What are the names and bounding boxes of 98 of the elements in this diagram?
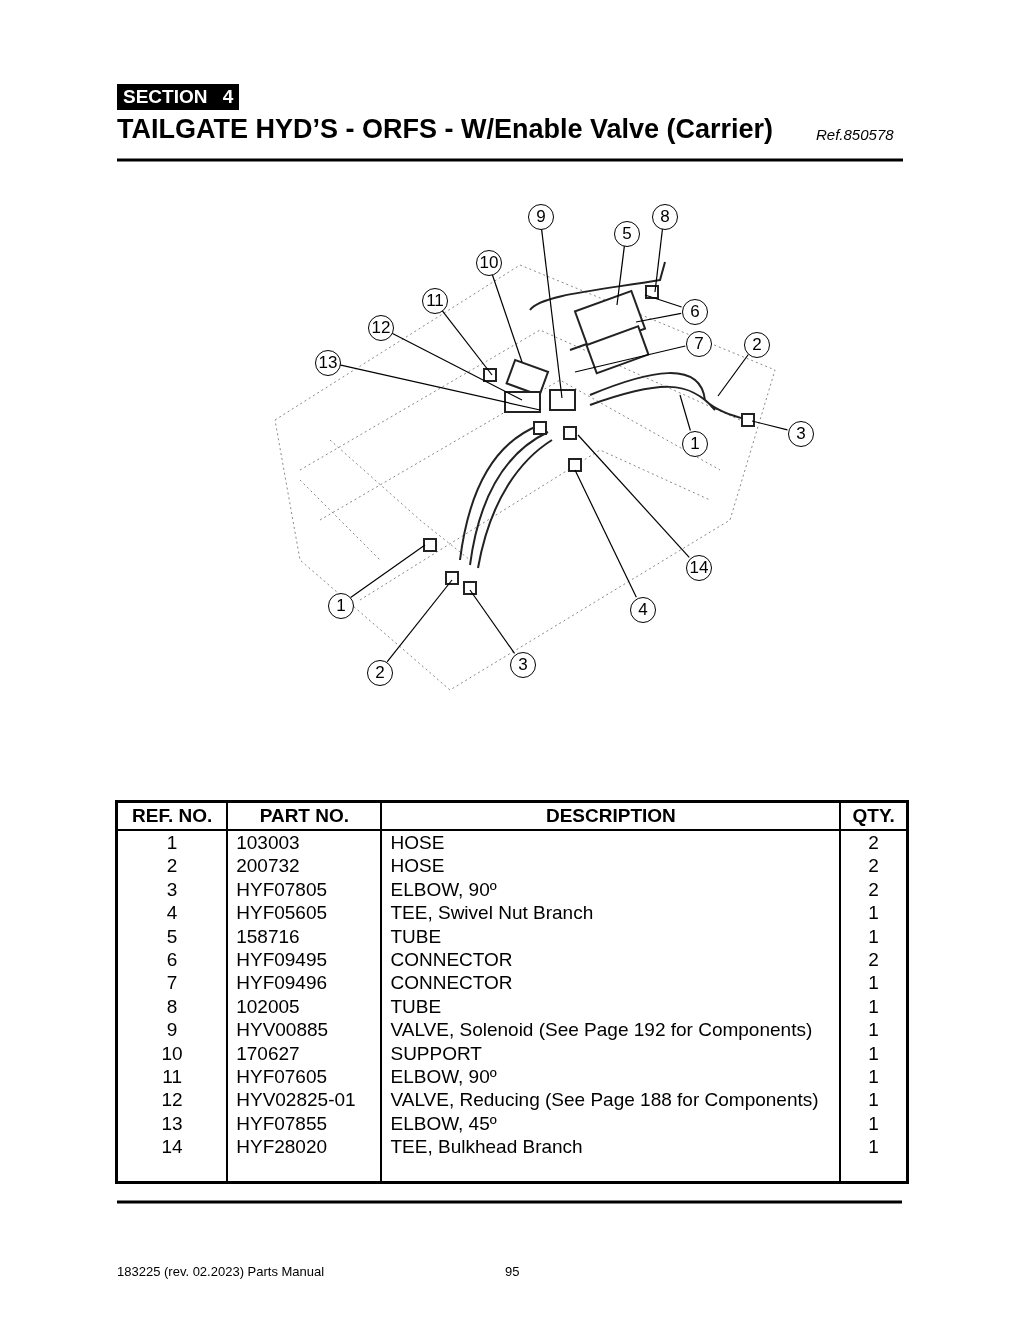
column-header: PART NO. — [227, 801, 382, 830]
table-cell: 2 — [840, 877, 908, 902]
callout-number: 8 — [652, 204, 678, 230]
table-cell: 1 — [840, 1065, 908, 1089]
table-cell: ELBOW, 45º — [381, 1111, 841, 1136]
table-cell: TUBE — [381, 924, 841, 949]
table-cell: ELBOW, 90º — [381, 1065, 841, 1089]
table-cell: HOSE — [381, 830, 841, 855]
leader-line — [491, 273, 523, 363]
callout-number: 14 — [686, 555, 712, 581]
table-cell: 10 — [116, 1041, 228, 1066]
callout-number: 2 — [367, 660, 393, 686]
table-cell: HYF07805 — [227, 877, 382, 902]
column-header: DESCRIPTION — [381, 801, 841, 830]
table-cell: TUBE — [381, 994, 841, 1019]
leader-line — [654, 228, 664, 293]
table-cell: HYV00885 — [227, 1018, 382, 1042]
table-cell: 12 — [116, 1088, 228, 1112]
table-cell: SUPPORT — [381, 1041, 841, 1066]
table-cell: 102005 — [227, 994, 382, 1019]
table-cell: HOSE — [381, 854, 841, 878]
callout-number: 3 — [788, 421, 814, 447]
table-cell: TEE, Swivel Nut Branch — [381, 901, 841, 925]
table-cell: 2 — [840, 948, 908, 972]
callout-number: 3 — [510, 652, 536, 678]
callout-number: 1 — [682, 431, 708, 457]
table-cell: 2 — [840, 830, 908, 855]
table-cell: HYF07855 — [227, 1111, 382, 1136]
table-cell: 1 — [840, 1111, 908, 1136]
table-cell: 14 — [116, 1135, 228, 1159]
leader-line — [540, 228, 563, 399]
table-cell: 170627 — [227, 1041, 382, 1066]
table-cell: 1 — [840, 971, 908, 995]
leader-line — [574, 469, 637, 598]
callout-number: 2 — [744, 332, 770, 358]
table-cell: 8 — [116, 994, 228, 1019]
table-cell: HYF09496 — [227, 971, 382, 995]
title: TAILGATE HYD’S - ORFS - W/Enable Valve (Carrier) — [117, 114, 774, 145]
table-cell: 4 — [116, 901, 228, 925]
leader-line — [339, 364, 541, 411]
callout-number: 6 — [682, 299, 708, 325]
table-cell: 1 — [840, 994, 908, 1019]
callout-number: 5 — [614, 221, 640, 247]
callout-number: 12 — [368, 315, 394, 341]
table-cell: 103003 — [227, 830, 382, 855]
table-cell: 13 — [116, 1111, 228, 1136]
leader-line — [635, 312, 682, 323]
table-cell: 1 — [840, 1088, 908, 1112]
table-cell: HYF07605 — [227, 1065, 382, 1089]
table-cell: HYF09495 — [227, 948, 382, 972]
callout-number: 11 — [422, 288, 448, 314]
callout-number: 7 — [686, 331, 712, 357]
callout-number: 1 — [328, 593, 354, 619]
callout-number: 9 — [528, 204, 554, 230]
table-cell: 3 — [116, 877, 228, 902]
table-cell: 1 — [116, 830, 228, 855]
leader-line — [751, 420, 788, 431]
table-cell: 158716 — [227, 924, 382, 949]
leader-line — [441, 309, 493, 376]
table-cell: CONNECTOR — [381, 948, 841, 972]
table-cell: 5 — [116, 924, 228, 949]
table-cell: HYV02825-01 — [227, 1088, 382, 1112]
table-cell: ELBOW, 90º — [381, 877, 841, 902]
leader-line — [386, 579, 453, 663]
table-cell: 2 — [116, 854, 228, 878]
table-cell: 7 — [116, 971, 228, 995]
callout-number: 10 — [476, 250, 502, 276]
table-cell: 9 — [116, 1018, 228, 1042]
footer-text: 183225 (rev. 02.2023) Parts Manual — [117, 1264, 325, 1279]
table-cell: 1 — [840, 901, 908, 925]
leader-line — [577, 434, 690, 558]
leader-line — [616, 245, 625, 306]
section-tag: SECTION 4 — [117, 84, 240, 110]
table-cell: 1 — [840, 1018, 908, 1042]
leader-line — [469, 589, 516, 654]
table-cell: 11 — [116, 1065, 228, 1089]
table-cell: HYF28020 — [227, 1135, 382, 1159]
table-cell: VALVE, Reducing (See Page 188 for Components) — [381, 1088, 841, 1112]
table-cell: CONNECTOR — [381, 971, 841, 995]
table-cell: 1 — [840, 1135, 908, 1159]
leader-line — [350, 544, 426, 599]
leader-line — [644, 294, 683, 308]
table-cell: 200732 — [227, 854, 382, 878]
table-cell: 2 — [840, 854, 908, 878]
leader-line — [717, 353, 749, 397]
leader-line — [574, 345, 686, 373]
table-cell: 1 — [840, 924, 908, 949]
leader-line — [679, 394, 691, 432]
column-header: REF. NO. — [116, 801, 228, 830]
table-cell: 6 — [116, 948, 228, 972]
table-cell: TEE, Bulkhead Branch — [381, 1135, 841, 1159]
table-cell: VALVE, Solenoid (See Page 192 for Components) — [381, 1018, 841, 1042]
table-cell: HYF05605 — [227, 901, 382, 925]
page-number: 95 — [505, 1264, 520, 1279]
reference-number: Ref.850578 — [816, 126, 894, 143]
callout-number: 13 — [315, 350, 341, 376]
table-cell: 1 — [840, 1041, 908, 1066]
callout-number: 4 — [630, 597, 656, 623]
